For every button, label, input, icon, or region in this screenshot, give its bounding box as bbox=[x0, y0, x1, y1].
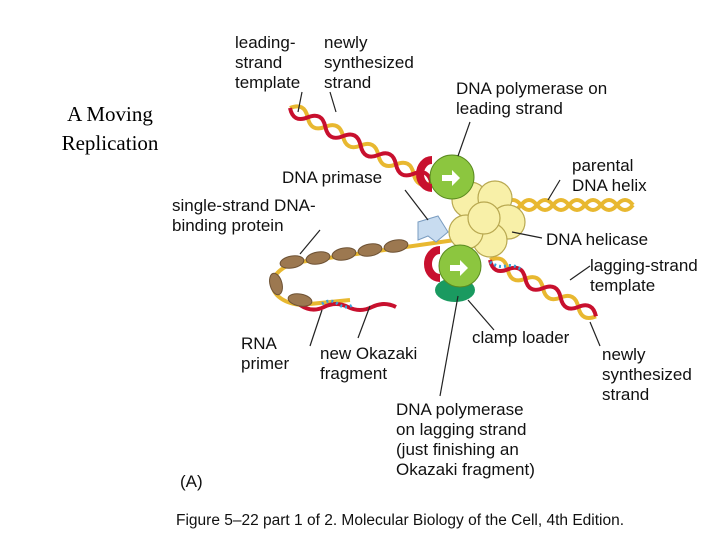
label-leading-strand-template: leading- strand template bbox=[235, 33, 300, 93]
label-line: single-strand DNA- bbox=[172, 196, 316, 215]
slide-title-line: Replication bbox=[61, 131, 159, 155]
label-newly-synthesized-bottom: newly synthesized strand bbox=[602, 345, 692, 405]
label-line: DNA helicase bbox=[546, 230, 649, 249]
label-line: new Okazaki bbox=[320, 344, 418, 363]
label-line: primer bbox=[241, 354, 290, 373]
label-lagging-strand-template: lagging-strand template bbox=[590, 256, 698, 296]
label-clamp-loader: clamp loader bbox=[472, 328, 569, 348]
label-line: strand bbox=[602, 385, 650, 404]
label-line: binding protein bbox=[172, 216, 284, 235]
label-polymerase-lagging: DNA polymerase on lagging strand (just f… bbox=[396, 400, 535, 480]
panel-label: (A) bbox=[180, 472, 203, 491]
leader-lines bbox=[297, 91, 601, 397]
label-line: DNA helix bbox=[572, 176, 647, 195]
label-line: synthesized bbox=[324, 53, 414, 72]
figure-caption: Figure 5–22 part 1 of 2. Molecular Biolo… bbox=[176, 512, 625, 529]
label-okazaki-fragment: new Okazaki fragment bbox=[320, 344, 417, 384]
label-line: (just finishing an bbox=[396, 440, 519, 459]
label-line: strand bbox=[324, 73, 372, 92]
slide-title: A Moving Replication bbox=[52, 100, 168, 158]
label-line: RNA bbox=[241, 334, 277, 353]
label-line: template bbox=[235, 73, 301, 92]
label-line: parental bbox=[572, 156, 634, 175]
label-ssb-protein: single-strand DNA- binding protein bbox=[172, 196, 316, 236]
label-newly-synthesized-top: newly synthesized strand bbox=[324, 33, 414, 93]
label-line: leading strand bbox=[456, 99, 563, 118]
label-line: clamp loader bbox=[472, 328, 570, 347]
label-parental-helix: parental DNA helix bbox=[572, 156, 647, 196]
label-line: newly bbox=[324, 33, 368, 52]
slide-title-line: A Moving bbox=[67, 102, 153, 126]
lagging-strand-helix bbox=[488, 256, 598, 320]
dna-primase bbox=[417, 215, 449, 243]
label-line: template bbox=[590, 276, 656, 295]
label-line: DNA polymerase on bbox=[456, 79, 608, 98]
leading-strand-helix bbox=[288, 104, 434, 187]
single-strand-binding-proteins bbox=[269, 239, 409, 307]
label-line: on lagging strand bbox=[396, 420, 527, 439]
label-dna-primase: DNA primase bbox=[282, 168, 382, 188]
label-dna-helicase: DNA helicase bbox=[546, 230, 648, 250]
label-line: strand bbox=[235, 53, 283, 72]
label-rna-primer: RNA primer bbox=[241, 334, 289, 374]
label-line: newly bbox=[602, 345, 646, 364]
label-line: fragment bbox=[320, 364, 388, 383]
leading-polymerase bbox=[416, 154, 475, 200]
label-line: DNA primase bbox=[282, 168, 383, 187]
label-line: leading- bbox=[235, 33, 296, 52]
label-polymerase-leading: DNA polymerase on leading strand bbox=[456, 79, 607, 119]
label-line: DNA polymerase bbox=[396, 400, 524, 419]
dna-helicase bbox=[448, 180, 526, 258]
label-line: Okazaki fragment) bbox=[396, 460, 535, 479]
parental-dna-helix bbox=[503, 198, 635, 212]
label-line: lagging-strand bbox=[590, 256, 698, 275]
label-line: synthesized bbox=[602, 365, 692, 384]
lagging-polymerase bbox=[424, 244, 482, 302]
